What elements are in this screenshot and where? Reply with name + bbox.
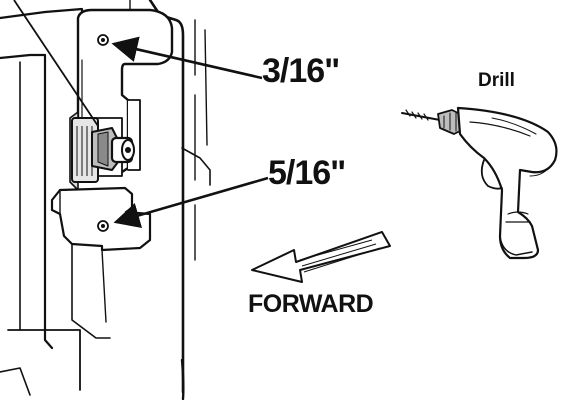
dimension-top-label: 3/16" [262,52,340,90]
lower-bracket [50,186,152,339]
forward-arrow-icon [251,231,391,283]
forward-label: FORWARD [248,290,374,318]
drill-label: Drill [478,70,515,91]
hole-top [97,34,109,46]
dimension-leaders [13,0,269,228]
hole-bottom [97,220,109,232]
drill-icon [401,106,558,260]
body-panel [0,0,211,401]
bolt-assembly [71,117,135,183]
dimension-bottom-label: 5/16" [268,154,346,192]
